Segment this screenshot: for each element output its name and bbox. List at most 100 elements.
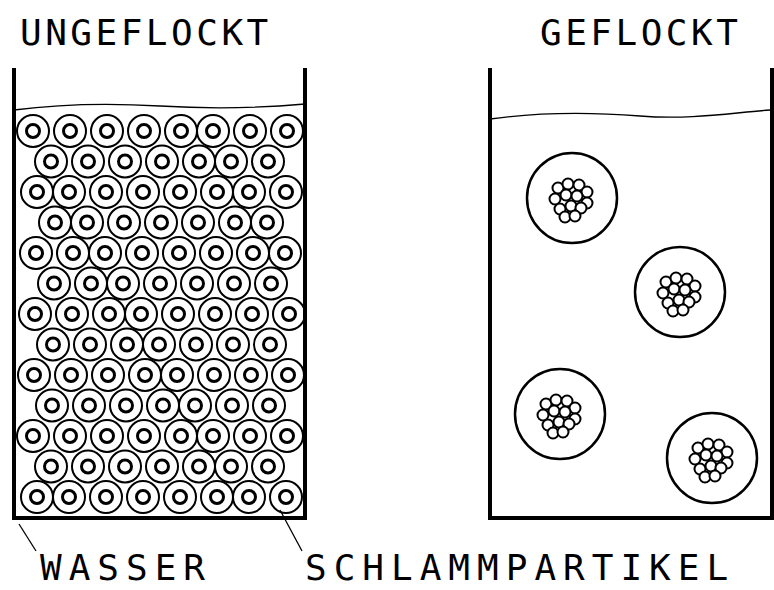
sludge-particle: [244, 430, 257, 443]
sludge-particle: [121, 338, 134, 351]
water-shell: [215, 146, 247, 178]
sludge-particle: [118, 216, 131, 229]
water-shell: [233, 176, 265, 208]
water-shell: [71, 207, 103, 239]
sludge-particle: [701, 450, 712, 461]
sludge-particle: [712, 451, 723, 462]
water-shell: [17, 420, 49, 452]
water-shell: [179, 390, 211, 422]
sludge-particle: [281, 125, 294, 138]
water-shell: [129, 359, 161, 391]
water-shell: [183, 451, 215, 483]
sludge-particle: [207, 125, 220, 138]
water-shell: [146, 146, 178, 178]
water-shell: [273, 298, 305, 330]
floc-water-shell: [667, 413, 757, 503]
sludge-particle: [135, 308, 148, 321]
floc-water-shell: [515, 369, 605, 459]
sludge-particle: [45, 460, 58, 473]
water-shell: [272, 359, 304, 391]
water-shell: [56, 298, 88, 330]
sludge-particle: [264, 338, 277, 351]
sludge-particle: [102, 369, 115, 382]
water-shell: [237, 237, 269, 269]
water-shell: [145, 207, 177, 239]
sludge-particle: [82, 155, 95, 168]
water-shell: [165, 115, 197, 147]
sludge-particle: [282, 369, 295, 382]
water-shell: [197, 115, 229, 147]
water-shell: [181, 268, 213, 300]
water-shell: [235, 359, 267, 391]
sludge-particle: [225, 155, 238, 168]
water-shell: [216, 390, 248, 422]
water-shell: [90, 176, 122, 208]
water-shell: [72, 451, 104, 483]
sludge-particle: [120, 399, 133, 412]
water-shell: [35, 146, 67, 178]
water-shell: [91, 115, 123, 147]
sludge-particle: [244, 125, 257, 138]
beaker-outline: [12, 15, 308, 522]
water-shell: [73, 390, 105, 422]
water-shell: [39, 207, 71, 239]
sludge-particle: [64, 430, 77, 443]
sludge-particle: [174, 491, 187, 504]
sludge-particle: [243, 491, 256, 504]
sludge-particle: [210, 247, 223, 260]
sludge-particle: [228, 277, 241, 290]
sludge-particle: [191, 277, 204, 290]
water-shell: [162, 298, 194, 330]
sludge-particle: [193, 155, 206, 168]
sludge-particle: [172, 308, 185, 321]
water-shell: [90, 481, 122, 513]
water-shell: [197, 420, 229, 452]
beaker: UNGEFLOCKT: [12, 15, 308, 522]
sludge-particle: [136, 247, 149, 260]
water-shell: [109, 146, 141, 178]
floc-water-shell: [527, 153, 617, 243]
water-shell: [182, 207, 214, 239]
water-shell: [72, 146, 104, 178]
sludge-particle: [669, 284, 680, 295]
water-shell: [215, 451, 247, 483]
sludge-particles: [17, 115, 305, 513]
water-shell: [234, 420, 266, 452]
water-shell: [219, 207, 251, 239]
sludge-particle: [189, 399, 202, 412]
sludge-particle: [27, 125, 40, 138]
sludge-particle: [64, 125, 77, 138]
sludge-particle: [671, 273, 682, 284]
sludge-particle: [208, 369, 221, 382]
water-shell: [89, 237, 121, 269]
sludge-particle: [31, 491, 44, 504]
sludge-particle: [101, 430, 114, 443]
sludge-particle: [703, 439, 714, 450]
sludge-particle: [209, 308, 222, 321]
water-shell: [198, 359, 230, 391]
water-shell: [108, 207, 140, 239]
sludge-particle: [243, 186, 256, 199]
water-surface: [14, 104, 305, 110]
water-shell: [128, 115, 160, 147]
water-shell: [111, 329, 143, 361]
water-shell: [36, 390, 68, 422]
water-shell: [147, 390, 179, 422]
sludge-particle: [175, 125, 188, 138]
beaker-wall: [14, 68, 305, 518]
sludge-particle: [103, 308, 116, 321]
sludge-particle: [117, 277, 130, 290]
beaker-wall: [490, 68, 772, 518]
water-shell: [53, 481, 85, 513]
water-shell: [201, 481, 233, 513]
sludge-particle: [153, 338, 166, 351]
sludge-particle: [262, 460, 275, 473]
sludge-particle: [710, 471, 721, 482]
sludge-particle: [570, 211, 581, 222]
sludge-particle: [47, 338, 60, 351]
water-shell: [270, 481, 302, 513]
beaker-outline: [488, 15, 774, 522]
water-shell: [163, 237, 195, 269]
sludge-particle: [101, 125, 114, 138]
